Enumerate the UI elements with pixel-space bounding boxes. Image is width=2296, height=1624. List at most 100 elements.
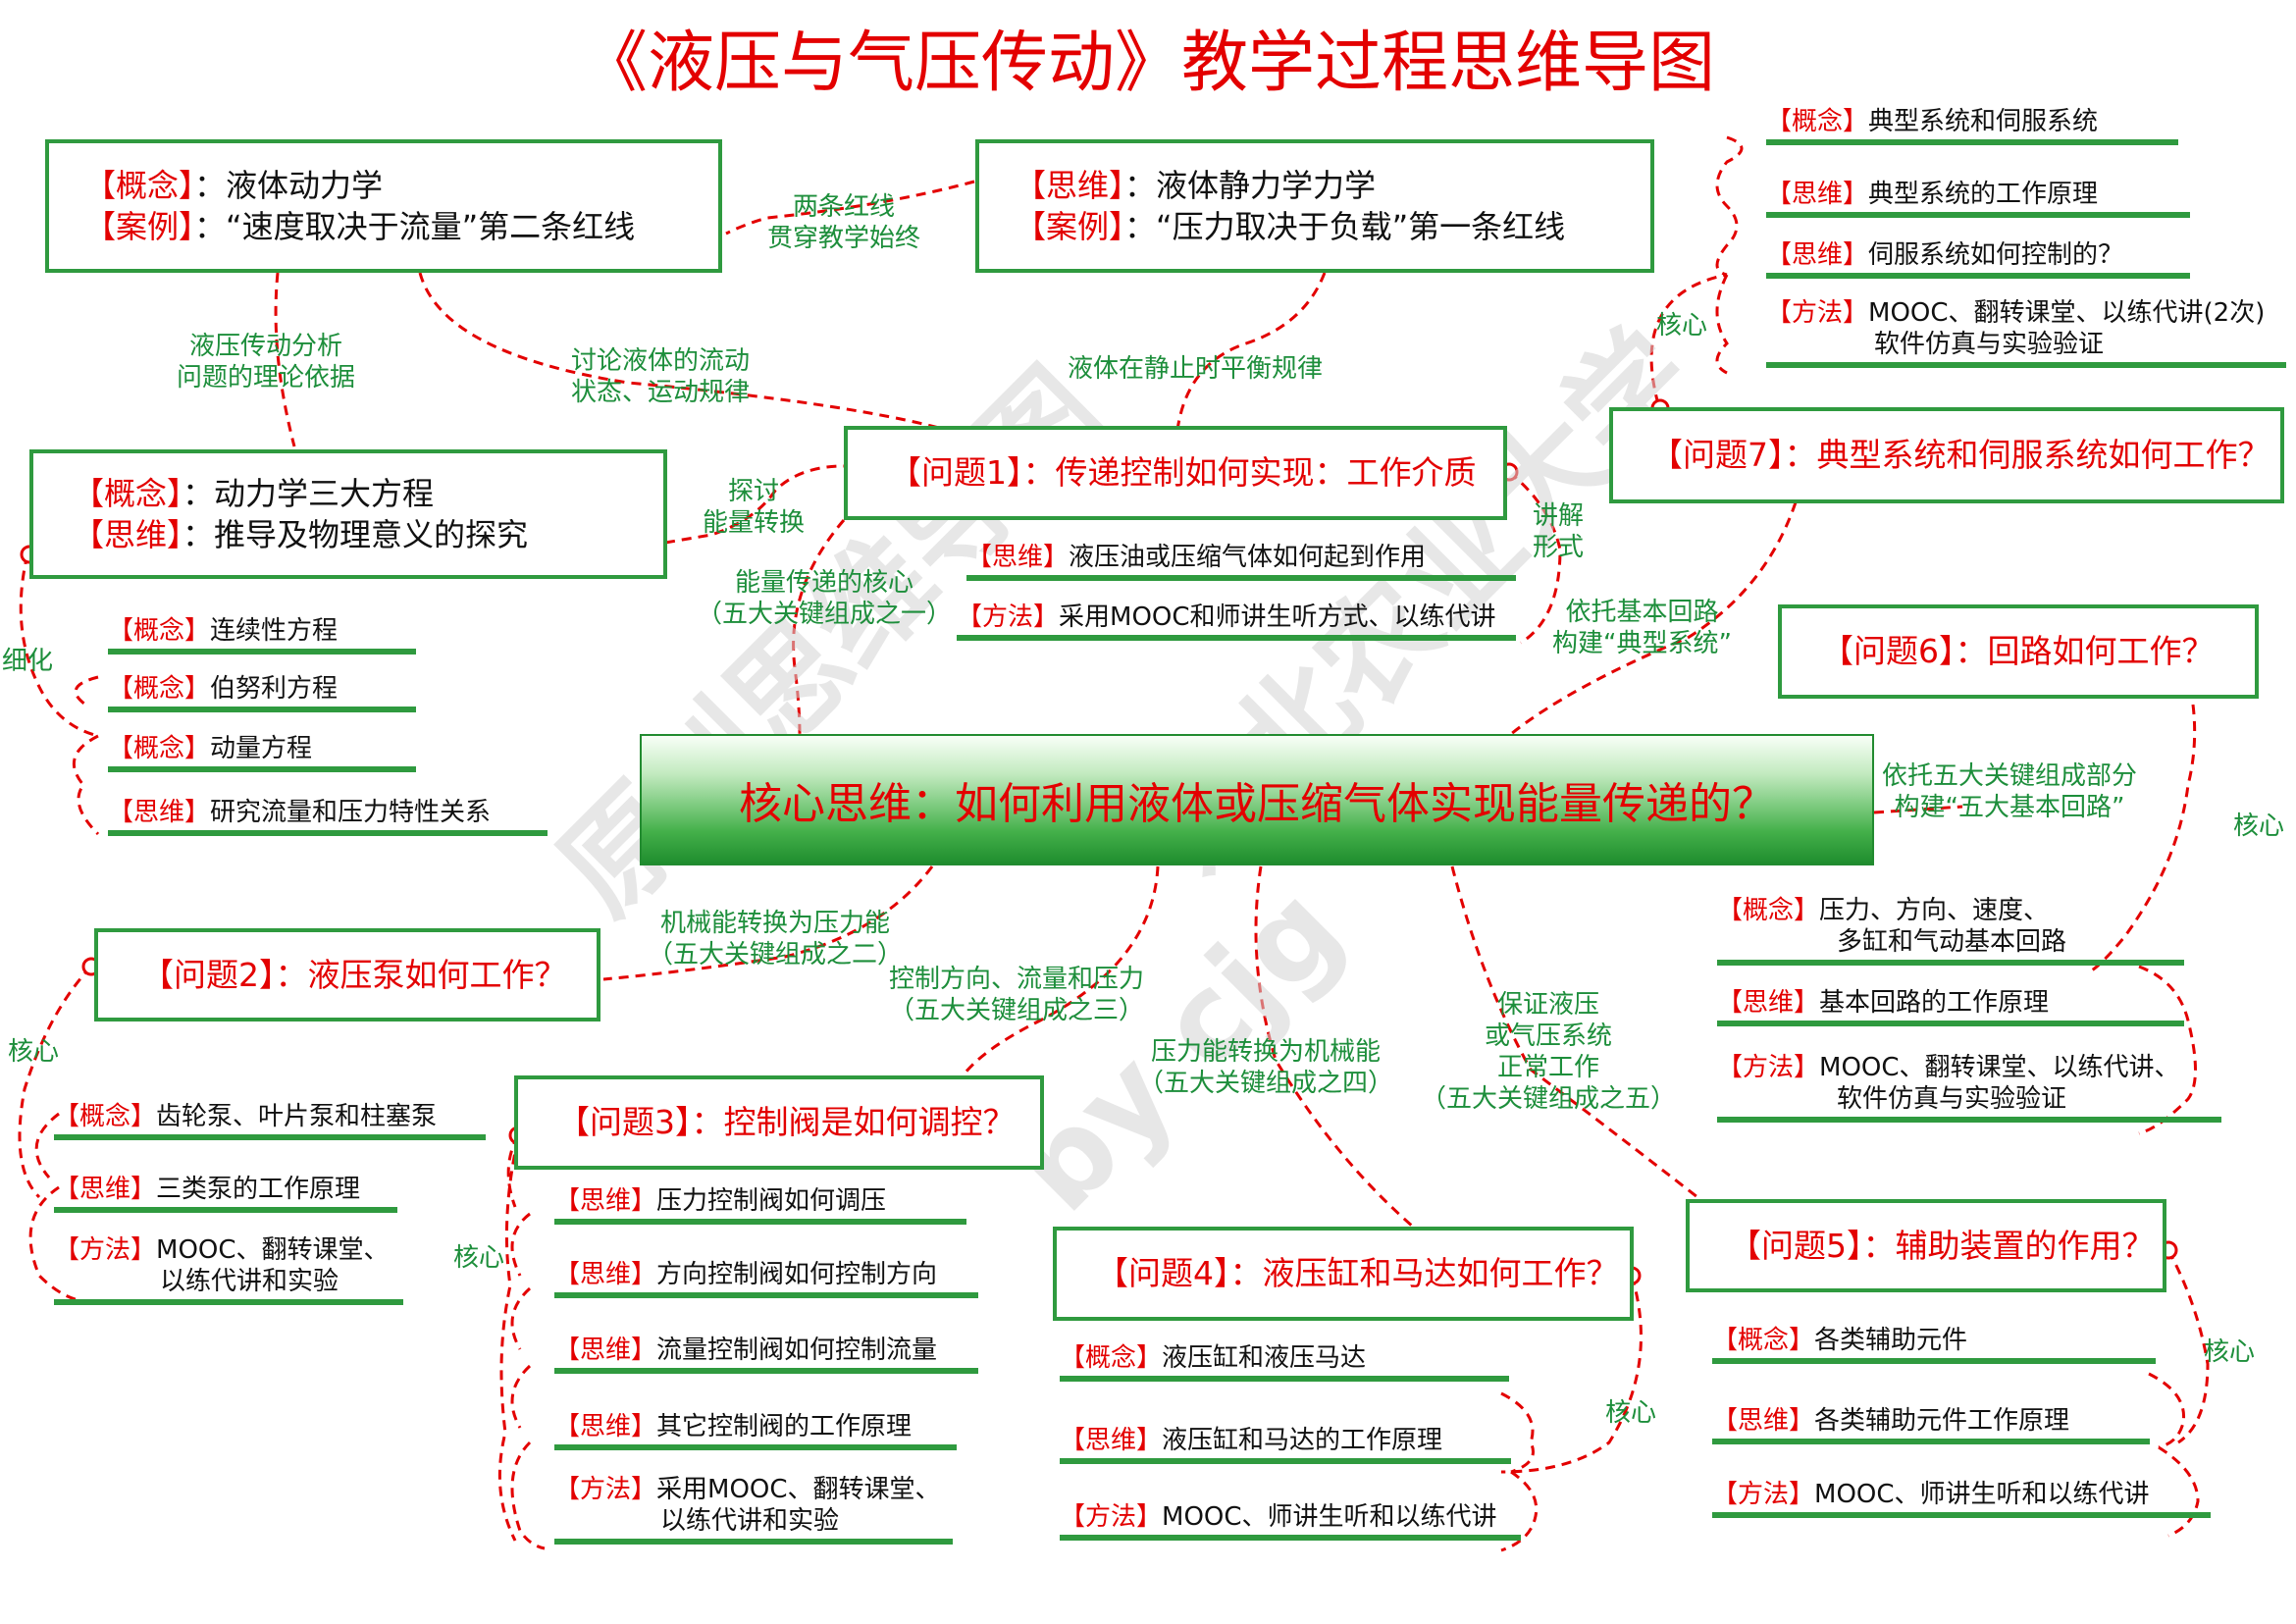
question-6-text: 【问题6】：回路如何工作？ <box>1821 632 2215 670</box>
q3-item-3: 【思维】流量控制阀如何控制流量 <box>554 1335 978 1374</box>
label-energy-convert: 探讨能量转换 <box>703 476 805 539</box>
tag: 【思维】 <box>1712 1406 1815 1436</box>
equations-item-1: 【概念】连续性方程 <box>108 615 416 655</box>
label-line: 正常工作 <box>1497 1053 1600 1082</box>
q2-item-1: 【概念】齿轮泵、叶片泵和柱塞泵 <box>54 1101 486 1140</box>
tag: 【概念】 <box>108 616 211 646</box>
box-text: ：“速度取决于流量”第二条红线 <box>194 208 636 245</box>
core-thinking-box: 核心思维：如何利用液体或压缩气体实现能量传递的？ <box>640 734 1874 865</box>
item-text: 压力控制阀如何调压 <box>656 1186 887 1216</box>
label-core-q7: 核心 <box>1656 310 1707 341</box>
item-text: 动量方程 <box>210 734 313 763</box>
tag: 【思维】 <box>966 543 1070 572</box>
q6-item-3: 【方法】MOOC、翻转课堂、以练代讲、软件仿真与实验验证 <box>1717 1052 2221 1123</box>
q7-item-3: 【思维】伺服系统如何控制的？ <box>1766 239 2190 279</box>
label-line: 形式 <box>1533 533 1585 562</box>
q6-item-2: 【思维】基本回路的工作原理 <box>1717 987 2184 1026</box>
tag: 【思维】 <box>1766 180 1869 209</box>
label-line: 核心 <box>453 1243 505 1273</box>
equations-box: 【概念】：动力学三大方程 【思维】：推导及物理意义的探究 <box>29 449 667 579</box>
item-text: 其它控制阀的工作原理 <box>656 1412 913 1441</box>
q4-item-3: 【方法】MOOC、师讲生听和以练代讲 <box>1060 1501 1521 1541</box>
item-text: 液压缸和液压马达 <box>1162 1343 1367 1373</box>
dynamics-box: 【概念】：液体动力学 【案例】：“速度取决于流量”第二条红线 <box>45 139 722 273</box>
item-text: 典型系统的工作原理 <box>1868 180 2099 209</box>
link-q1-core <box>792 519 846 735</box>
link-q6-items <box>2089 704 2197 973</box>
label-line: 核心 <box>8 1037 60 1067</box>
label-line: 细化 <box>2 647 54 676</box>
label-two-red-lines: 两条红线贯穿教学始终 <box>767 191 920 254</box>
tag: 【概念】 <box>108 734 211 763</box>
label-line: 核心 <box>1656 311 1708 341</box>
tag: 【案例】 <box>84 208 195 245</box>
question-1-text: 【问题1】：传递控制如何实现：工作介质 <box>889 453 1477 492</box>
item-text: MOOC、师讲生听和以练代讲 <box>1162 1502 1497 1532</box>
tag: 【思维】 <box>108 798 211 827</box>
label-line: 核心 <box>1605 1398 1657 1428</box>
item-text: 三类泵的工作原理 <box>156 1175 361 1204</box>
question-2-box: 【问题2】：液压泵如何工作？ <box>94 928 600 1022</box>
question-3-box: 【问题3】：控制阀是如何调控？ <box>514 1075 1044 1170</box>
q6-item-1: 【概念】压力、方向、速度、多缸和气动基本回路 <box>1717 895 2184 966</box>
link-core-q3 <box>960 865 1160 1078</box>
box-text: ：推导及物理意义的探究 <box>183 516 529 553</box>
link-core-q2 <box>602 865 934 981</box>
label-typical-system: 依托基本回路构建“典型系统” <box>1552 597 1732 659</box>
question-7-box: 【问题7】：典型系统和伺服系统如何工作？ <box>1609 407 2284 503</box>
q1-item-2: 【方法】采用MOOC和师讲生听方式、以练代讲 <box>957 602 1516 641</box>
item-text: 各类辅助元件工作原理 <box>1814 1406 2070 1436</box>
label-line: 核心 <box>2233 812 2285 841</box>
tag: 【概念】 <box>73 475 183 512</box>
label-static-balance: 液体在静止时平衡规律 <box>1068 353 1323 385</box>
page-title: 《液压与气压传动》教学过程思维导图 <box>580 25 1715 102</box>
link-core-q5 <box>1450 865 1698 1199</box>
box-text: ：液体静力学力学 <box>1124 167 1377 204</box>
label-flow-state: 讨论液体的流动状态、运动规律 <box>571 345 750 408</box>
item-text: 典型系统和伺服系统 <box>1868 107 2099 136</box>
bracket-equations-items <box>19 553 100 836</box>
link-dynamics-equations <box>274 272 296 447</box>
tag: 【思维】 <box>1015 167 1125 204</box>
question-3-text: 【问题3】：控制阀是如何调控？ <box>557 1103 1016 1141</box>
tag: 【概念】 <box>54 1102 157 1131</box>
item-text: 方向控制阀如何控制方向 <box>656 1260 938 1289</box>
label-explain-form: 讲解形式 <box>1533 500 1584 563</box>
q7-item-2: 【思维】典型系统的工作原理 <box>1766 179 2190 218</box>
item-text-2: 软件仿真与实验验证 <box>1874 330 2105 359</box>
q2-item-3: 【方法】MOOC、翻转课堂、以练代讲和实验 <box>54 1234 403 1305</box>
tag: 【方法】 <box>957 602 1060 632</box>
label-line: 能量转换 <box>703 508 806 538</box>
label-core-q2: 核心 <box>8 1036 59 1068</box>
box-text: ：动力学三大方程 <box>183 475 435 512</box>
label-line: （五大关键组成之一） <box>697 600 953 629</box>
link-q7-core <box>1510 501 1798 736</box>
label-line: （五大关键组成之四） <box>1138 1069 1394 1098</box>
tag: 【概念】 <box>1766 107 1869 136</box>
tag: 【思维】 <box>554 1186 657 1216</box>
label-line: 构建“典型系统” <box>1552 629 1732 658</box>
label-core-q4: 核心 <box>1605 1397 1656 1429</box>
item-text: 液压油或压缩气体如何起到作用 <box>1069 543 1427 572</box>
q3-item-2: 【思维】方向控制阀如何控制方向 <box>554 1259 978 1298</box>
label-line: 液压传动分析 <box>189 332 343 361</box>
tag: 【思维】 <box>554 1412 657 1441</box>
tag: 【方法】 <box>554 1475 657 1504</box>
label-line: 讲解 <box>1533 501 1585 531</box>
item-text: MOOC、翻转课堂、 <box>156 1235 390 1265</box>
q4-item-1: 【概念】液压缸和液压马达 <box>1060 1342 1509 1382</box>
item-text: MOOC、师讲生听和以练代讲 <box>1814 1480 2150 1509</box>
box-text: ：液体动力学 <box>194 167 384 204</box>
bracket-q3-items <box>497 1134 546 1550</box>
label-refine: 细化 <box>2 646 53 677</box>
label-ensure-normal: 保证液压或气压系统正常工作（五大关键组成之五） <box>1421 989 1676 1115</box>
link-statics-q1 <box>1175 272 1327 431</box>
question-2-text: 【问题2】：液压泵如何工作？ <box>141 955 567 994</box>
tag: 【概念】 <box>108 674 211 704</box>
equations-item-4: 【思维】研究流量和压力特性关系 <box>108 797 548 836</box>
tag: 【思维】 <box>554 1260 657 1289</box>
tag: 【思维】 <box>1060 1426 1163 1455</box>
tag: 【概念】 <box>1060 1343 1163 1373</box>
label-line: 构建“五大基本回路” <box>1894 793 2125 822</box>
q3-item-5: 【方法】采用MOOC、翻转课堂、以练代讲和实验 <box>554 1474 953 1545</box>
